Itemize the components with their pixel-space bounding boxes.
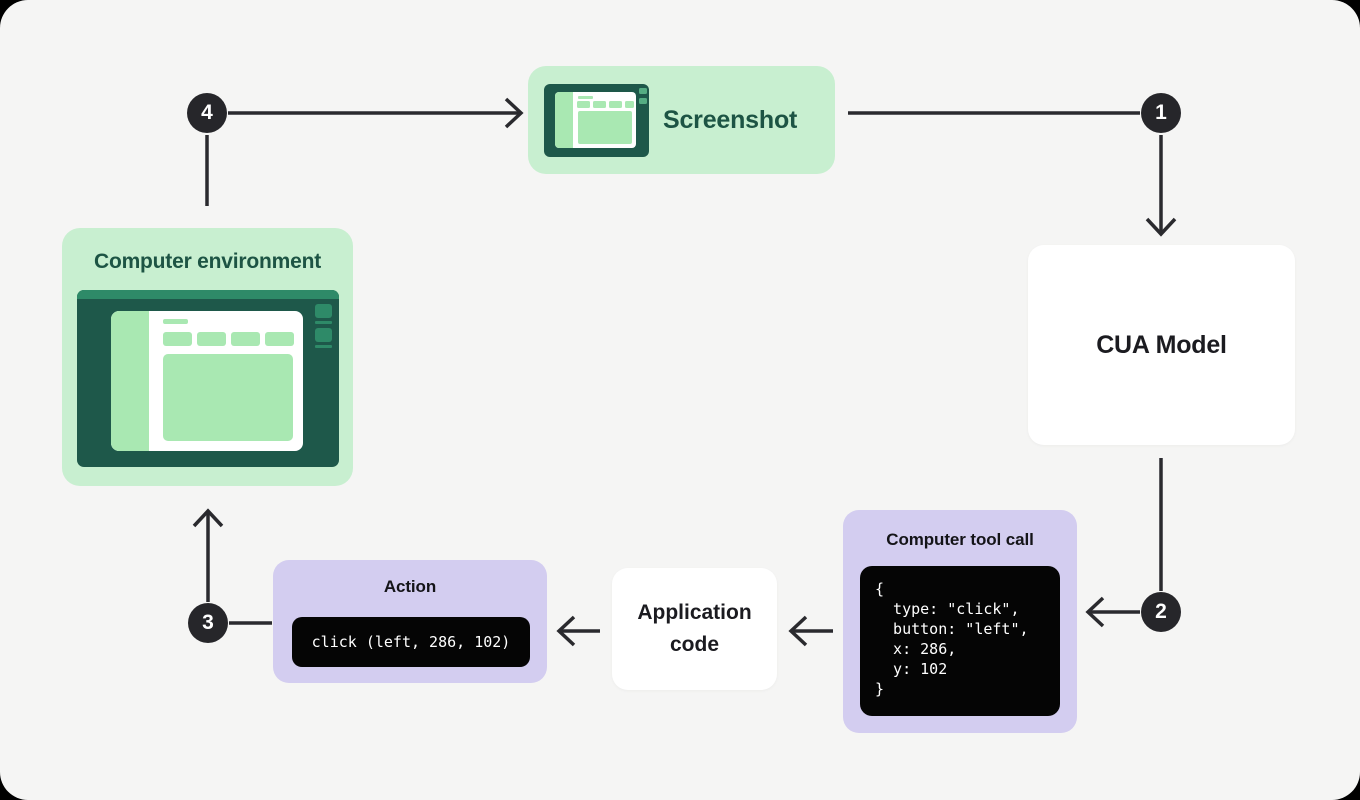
arrowhead-left-icon [556,615,576,647]
action-command-pill: click (left, 286, 102) [292,617,530,667]
computer-environment-title: Computer environment [93,250,322,273]
arrowhead-down-icon [1145,217,1177,237]
arrowhead-left-icon [788,615,808,647]
computer-environment-node: Computer environment [62,228,353,486]
code-line: x: 286, [875,640,957,658]
computer-tool-call-node: Computer tool call { type: "click", butt… [843,510,1077,733]
code-line: { [875,580,885,598]
code-line: type: "click", [875,600,1020,618]
application-code-node: Application code [612,568,777,690]
cua-model-label: CUA Model [1096,330,1227,359]
cua-model-node: CUA Model [1028,245,1295,445]
step-badge-1: 1 [1141,93,1181,133]
tool-call-code-block: { type: "click", button: "left", x: 286,… [860,566,1060,716]
screenshot-node: Screenshot [528,66,835,174]
arrowhead-left-icon [1085,596,1105,628]
screenshot-icon [544,83,649,157]
action-node: Action click (left, 286, 102) [273,560,547,683]
action-title: Action [383,577,437,596]
code-line: } [875,680,885,698]
arrowhead-up-icon [192,508,224,528]
step-badge-2: 2 [1141,592,1181,632]
application-code-label-line2: code [669,633,719,656]
application-code-label-line1: Application [637,601,752,624]
screenshot-label: Screenshot [663,105,798,134]
code-line: button: "left", [875,620,1029,638]
computer-tool-call-title: Computer tool call [886,530,1034,549]
step-badge-3: 3 [188,603,228,643]
arrowhead-right-icon [504,97,524,129]
computer-environment-icon [77,290,339,467]
code-line: y: 102 [875,660,948,678]
step-badge-4: 4 [187,93,227,133]
